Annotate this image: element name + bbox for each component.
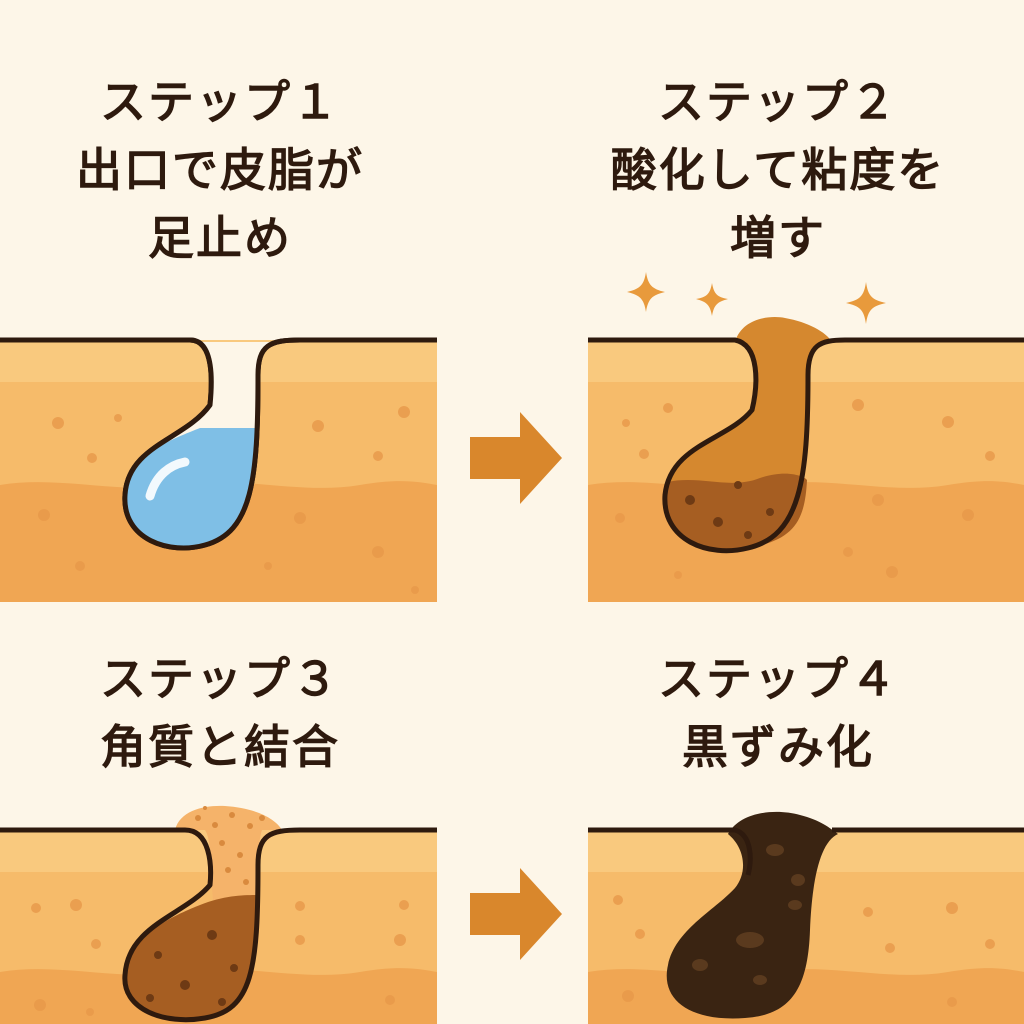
step4-skin-dots: [613, 895, 995, 1007]
step1-skin-illustration: [0, 337, 437, 602]
step1-drop-highlight: [145, 457, 190, 501]
step1-line1: 出口で皮脂が: [76, 143, 364, 197]
step3-title: ステップ３: [100, 652, 340, 706]
sparkle-icon: [627, 272, 886, 324]
step1-line2: 足止め: [148, 211, 292, 265]
step2-caption: ステップ２ 酸化して粘度を 増す: [548, 68, 1008, 272]
step3-particles: [146, 930, 238, 1006]
step1-sebum-drop: [124, 428, 258, 548]
step4-blackhead: [666, 811, 838, 1019]
step4-skin-illustration: [588, 811, 1024, 1024]
arrow-icon: [470, 412, 562, 504]
step1-title: ステップ１: [100, 75, 340, 129]
arrow-icon: [470, 868, 562, 960]
step1-skin-dots: [38, 406, 419, 594]
step3-line1: 角質と結合: [100, 720, 340, 774]
step3-caption: ステップ３ 角質と結合: [0, 645, 450, 781]
step2-title: ステップ２: [658, 75, 898, 129]
step4-spots: [692, 844, 805, 985]
step2-particles: [685, 481, 774, 539]
step2-skin-illustration: [588, 272, 1024, 602]
step3-keratin-dots: [195, 806, 265, 885]
step2-skin-dots: [615, 399, 995, 579]
step4-title: ステップ４: [658, 652, 898, 706]
step2-line2: 増す: [730, 211, 826, 265]
step4-line1: 黒ずみ化: [682, 720, 874, 774]
step2-sebum-dark: [664, 473, 807, 551]
step3-keratin: [175, 805, 282, 900]
step3-skin-illustration: [0, 805, 437, 1024]
step1-caption: ステップ１ 出口で皮脂が 足止め: [0, 68, 450, 272]
step3-skin-dots: [31, 899, 409, 1016]
step2-sebum-bulge: [735, 317, 832, 342]
step2-line1: 酸化して粘度を: [610, 143, 946, 197]
step4-caption: ステップ４ 黒ずみ化: [548, 645, 1008, 781]
